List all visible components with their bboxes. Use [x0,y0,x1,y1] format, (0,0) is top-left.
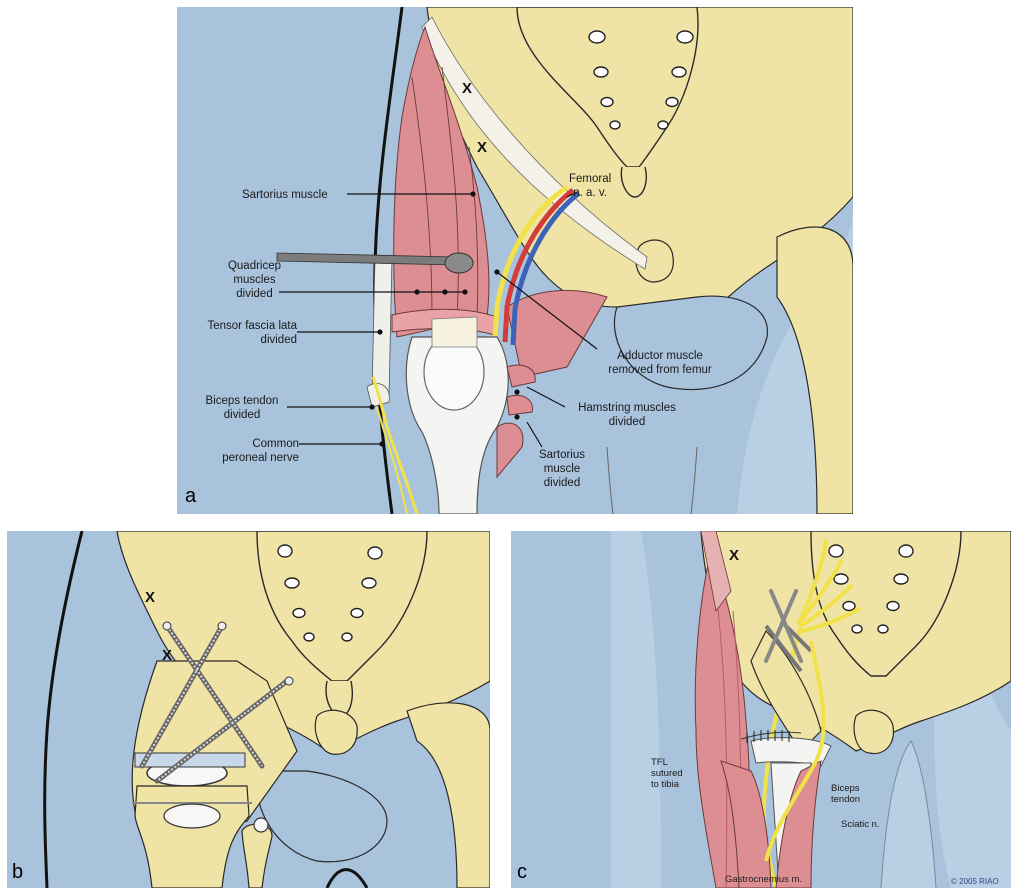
panel-letter: a [185,485,196,508]
panel-b: X X b [7,531,490,888]
x-mark: X [477,139,487,156]
panel-letter: c [517,861,527,884]
tensor-fascia-lata [372,257,392,397]
x-mark: X [162,647,172,664]
sartorius-label: Sartorius muscle [242,188,328,202]
gastrocnemius-label: Gastrocnemius m. [725,874,802,885]
x-mark: X [462,80,472,97]
sciatic-nerve-label: Sciatic n. [841,819,880,830]
panel-letter: b [12,861,23,884]
x-mark: X [729,547,739,564]
x-mark: X [145,589,155,606]
panel-c-illustration [511,531,1011,888]
copyright-label: © 2005 RIAO [951,875,999,888]
panel-b-illustration [7,531,490,888]
